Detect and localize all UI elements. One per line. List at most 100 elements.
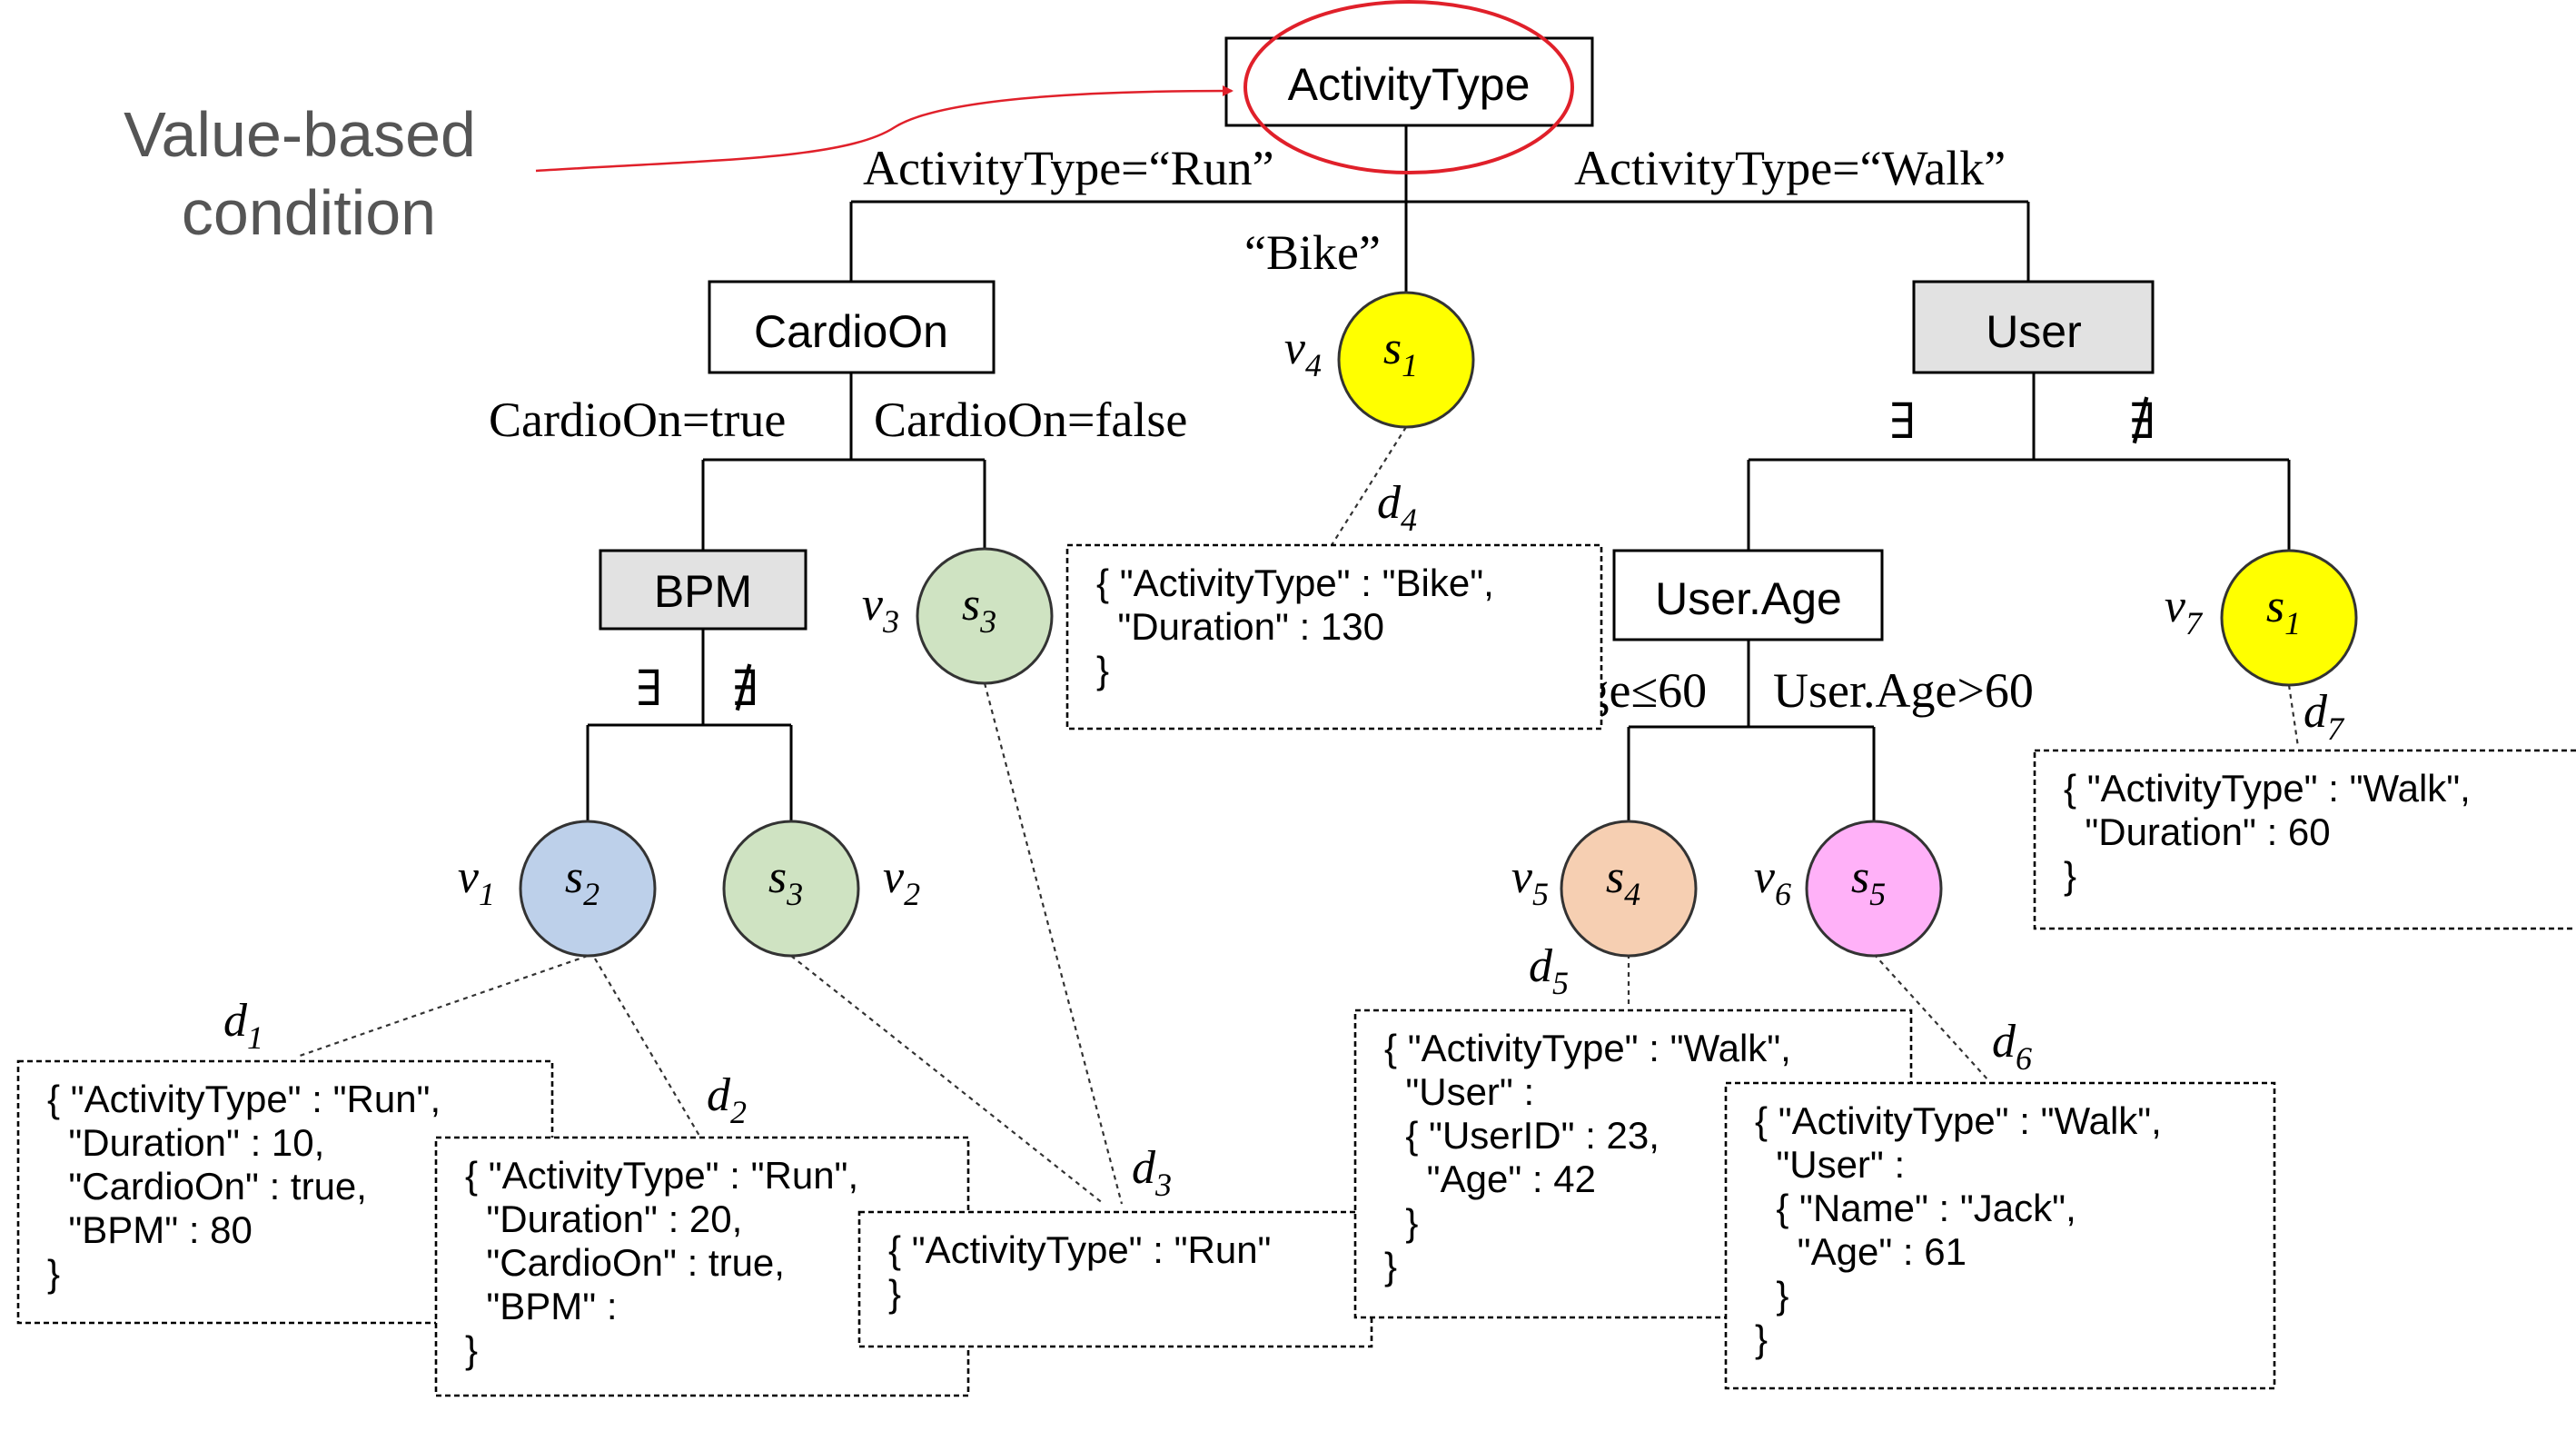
document-d6: { "ActivityType" : "Walk", "User" : { "N…	[1724, 1016, 2276, 1390]
node-bpm-label: BPM	[654, 566, 752, 617]
leaf-v6-id-main: v	[1754, 851, 1776, 903]
node-root-label: ActivityType	[1288, 59, 1531, 110]
document-d1-label: d1	[223, 995, 263, 1056]
document-d7-json: { "ActivityType" : "Walk", "Duration" : …	[2064, 767, 2471, 897]
document-d6-json: { "ActivityType" : "Walk", "User" : { "N…	[1755, 1099, 2162, 1360]
leaf-v6-circle	[1805, 820, 1943, 958]
document-boxes: { "ActivityType" : "Run", "Duration" : 1…	[16, 477, 2576, 1397]
leaf-v4-circle	[1337, 291, 1475, 429]
leaf-v1-state-sub: 2	[583, 876, 599, 912]
edge-label-bpm-not-exists: ∄	[732, 661, 758, 716]
document-d3-line: { "ActivityType" : "Run"	[888, 1228, 1271, 1271]
leaf-v6-state-sub: 5	[1869, 876, 1886, 912]
annotation-arrow	[535, 85, 1234, 173]
document-d5-label-main: d	[1529, 940, 1553, 992]
leaf-v2-state: s3	[768, 851, 803, 912]
leaf-v7-state: s1	[2266, 581, 2301, 641]
annotation-line-2: condition	[182, 177, 436, 248]
document-d1-line: "CardioOn" : true,	[47, 1165, 367, 1208]
leaf-v3-id-main: v	[862, 579, 884, 631]
document-d1-line: "BPM" : 80	[47, 1208, 253, 1251]
leaf-v6-state-main: s	[1851, 851, 1869, 903]
edge-label-bpm-exists: ∃	[636, 661, 662, 716]
document-links	[299, 426, 2300, 1205]
document-d5-line: }	[1384, 1201, 1418, 1244]
link-v6-d6	[1873, 953, 1990, 1082]
leaf-v2-state-sub: 3	[786, 876, 803, 912]
annotation-line-1: Value-based	[124, 99, 476, 170]
leaf-v4-state-main: s	[1383, 323, 1402, 374]
leaf-v5-id: v5	[1511, 851, 1549, 912]
document-d4-label-sub: 4	[1401, 502, 1417, 538]
leaf-v7-id: v7	[2165, 581, 2204, 641]
node-root: ActivityType	[1224, 36, 1594, 127]
node-user-label: User	[1986, 306, 2082, 357]
leaf-v1-state: s2	[565, 851, 599, 912]
document-d1-json: { "ActivityType" : "Run", "Duration" : 1…	[47, 1078, 441, 1295]
document-d6-line: "Age" : 61	[1755, 1230, 1967, 1273]
node-user-age: User.Age	[1612, 549, 1884, 641]
document-d3: { "ActivityType" : "Run"}d3	[857, 1142, 1373, 1348]
leaf-v5-id-main: v	[1511, 851, 1533, 903]
edge-label-walk: ActivityType=“Walk”	[1574, 141, 2006, 195]
document-d5-json: { "ActivityType" : "Walk", "User" : { "U…	[1384, 1027, 1791, 1287]
document-d5-line: { "ActivityType" : "Walk",	[1384, 1027, 1791, 1069]
node-cardio-label: CardioOn	[754, 306, 948, 357]
leaf-v3-state: s3	[962, 579, 996, 640]
document-d5-label: d5	[1529, 940, 1569, 1001]
leaf-v3: s3 v3	[862, 547, 1054, 685]
document-d7-label-sub: 7	[2327, 711, 2345, 747]
document-d2-line: "Duration" : 20,	[465, 1198, 742, 1240]
document-d6-line: "User" :	[1755, 1143, 1905, 1186]
document-d1-label-main: d	[223, 995, 248, 1047]
leaf-v4-id-main: v	[1284, 323, 1306, 374]
document-d2-label-main: d	[707, 1069, 731, 1121]
node-bpm-box	[599, 549, 807, 631]
leaf-v1-state-main: s	[565, 851, 583, 903]
leaf-v7-circle	[2220, 549, 2358, 687]
document-d4-line: }	[1096, 649, 1109, 691]
document-d6-label: d6	[1992, 1016, 2032, 1077]
tree-edges	[586, 125, 2291, 822]
link-v1-d1	[299, 954, 589, 1058]
document-d7-line: "Duration" : 60	[2064, 810, 2331, 853]
document-d6-line: }	[1755, 1317, 1768, 1360]
leaf-v5-circle	[1560, 820, 1698, 958]
document-d5-line: "Age" : 42	[1384, 1158, 1596, 1200]
document-d5-line: { "UserID" : 23,	[1384, 1114, 1660, 1157]
document-d6-label-sub: 6	[2016, 1040, 2032, 1077]
edge-label-age-gt: User.Age>60	[1773, 663, 2034, 718]
document-d7-line: }	[2064, 854, 2076, 897]
leaf-v2-circle	[722, 820, 860, 958]
link-v3-d3	[983, 682, 1124, 1205]
document-d7-label: d7	[2304, 686, 2345, 747]
node-bpm: BPM	[599, 549, 807, 631]
leaf-v1-id: v1	[458, 851, 495, 912]
document-d3-box	[857, 1210, 1373, 1348]
document-d2-line: { "ActivityType" : "Run",	[465, 1154, 858, 1197]
node-user-box	[1912, 280, 2155, 374]
document-d7-label-main: d	[2304, 686, 2328, 738]
document-d5-line: }	[1384, 1245, 1397, 1287]
leaf-v6-id: v6	[1754, 851, 1791, 912]
document-d1-line: }	[47, 1252, 60, 1295]
document-d4-label-main: d	[1377, 477, 1402, 529]
leaf-v6-state: s5	[1851, 851, 1886, 912]
leaf-v6: s5 v6	[1754, 820, 1943, 958]
document-d3-line: }	[888, 1272, 901, 1315]
document-d4-json: { "ActivityType" : "Bike", "Duration" : …	[1096, 562, 1494, 691]
document-d6-line: { "Name" : "Jack",	[1755, 1187, 2076, 1229]
leaf-v3-circle	[916, 547, 1054, 685]
edge-label-run: ActivityType=“Run”	[863, 141, 1274, 195]
node-user: User	[1912, 280, 2155, 374]
node-user-age-box	[1612, 549, 1884, 641]
leaf-v4-id: v4	[1284, 323, 1322, 383]
leaf-v2-id: v2	[883, 851, 920, 912]
document-d4-line: { "ActivityType" : "Bike",	[1096, 562, 1494, 604]
leaf-v3-id-sub: 3	[882, 603, 899, 640]
document-d4-line: "Duration" : 130	[1096, 605, 1384, 648]
